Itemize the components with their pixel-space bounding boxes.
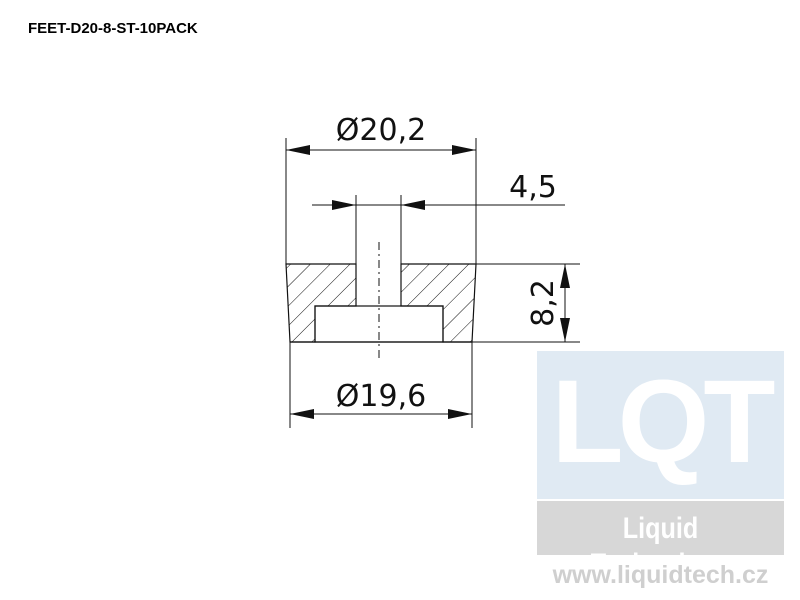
dimension-height: 8,2 (472, 263, 580, 343)
watermark-logo: LQT (551, 356, 776, 488)
hole-diameter-label: 4,5 (509, 170, 557, 205)
watermark-logo-background (537, 351, 784, 499)
right-section-hatch (400, 263, 477, 343)
watermark-url: www.liquidtech.cz (552, 561, 769, 589)
height-label: 8,2 (526, 279, 561, 327)
dimension-outer-diameter: Ø20,2 (285, 113, 477, 264)
dimension-bottom-diameter: Ø19,6 (289, 342, 473, 428)
watermark-company: Liquid Technology (590, 512, 731, 581)
outer-diameter-label: Ø20,2 (336, 113, 426, 148)
left-section-hatch (285, 263, 357, 343)
cross-section (285, 195, 477, 362)
watermark: LQT Liquid Technology (537, 351, 784, 581)
dimension-hole-diameter: 4,5 (312, 170, 565, 210)
bottom-diameter-label: Ø19,6 (336, 379, 426, 414)
drawing-title: FEET-D20-8-ST-10PACK (28, 20, 198, 37)
watermark-band (537, 501, 784, 555)
